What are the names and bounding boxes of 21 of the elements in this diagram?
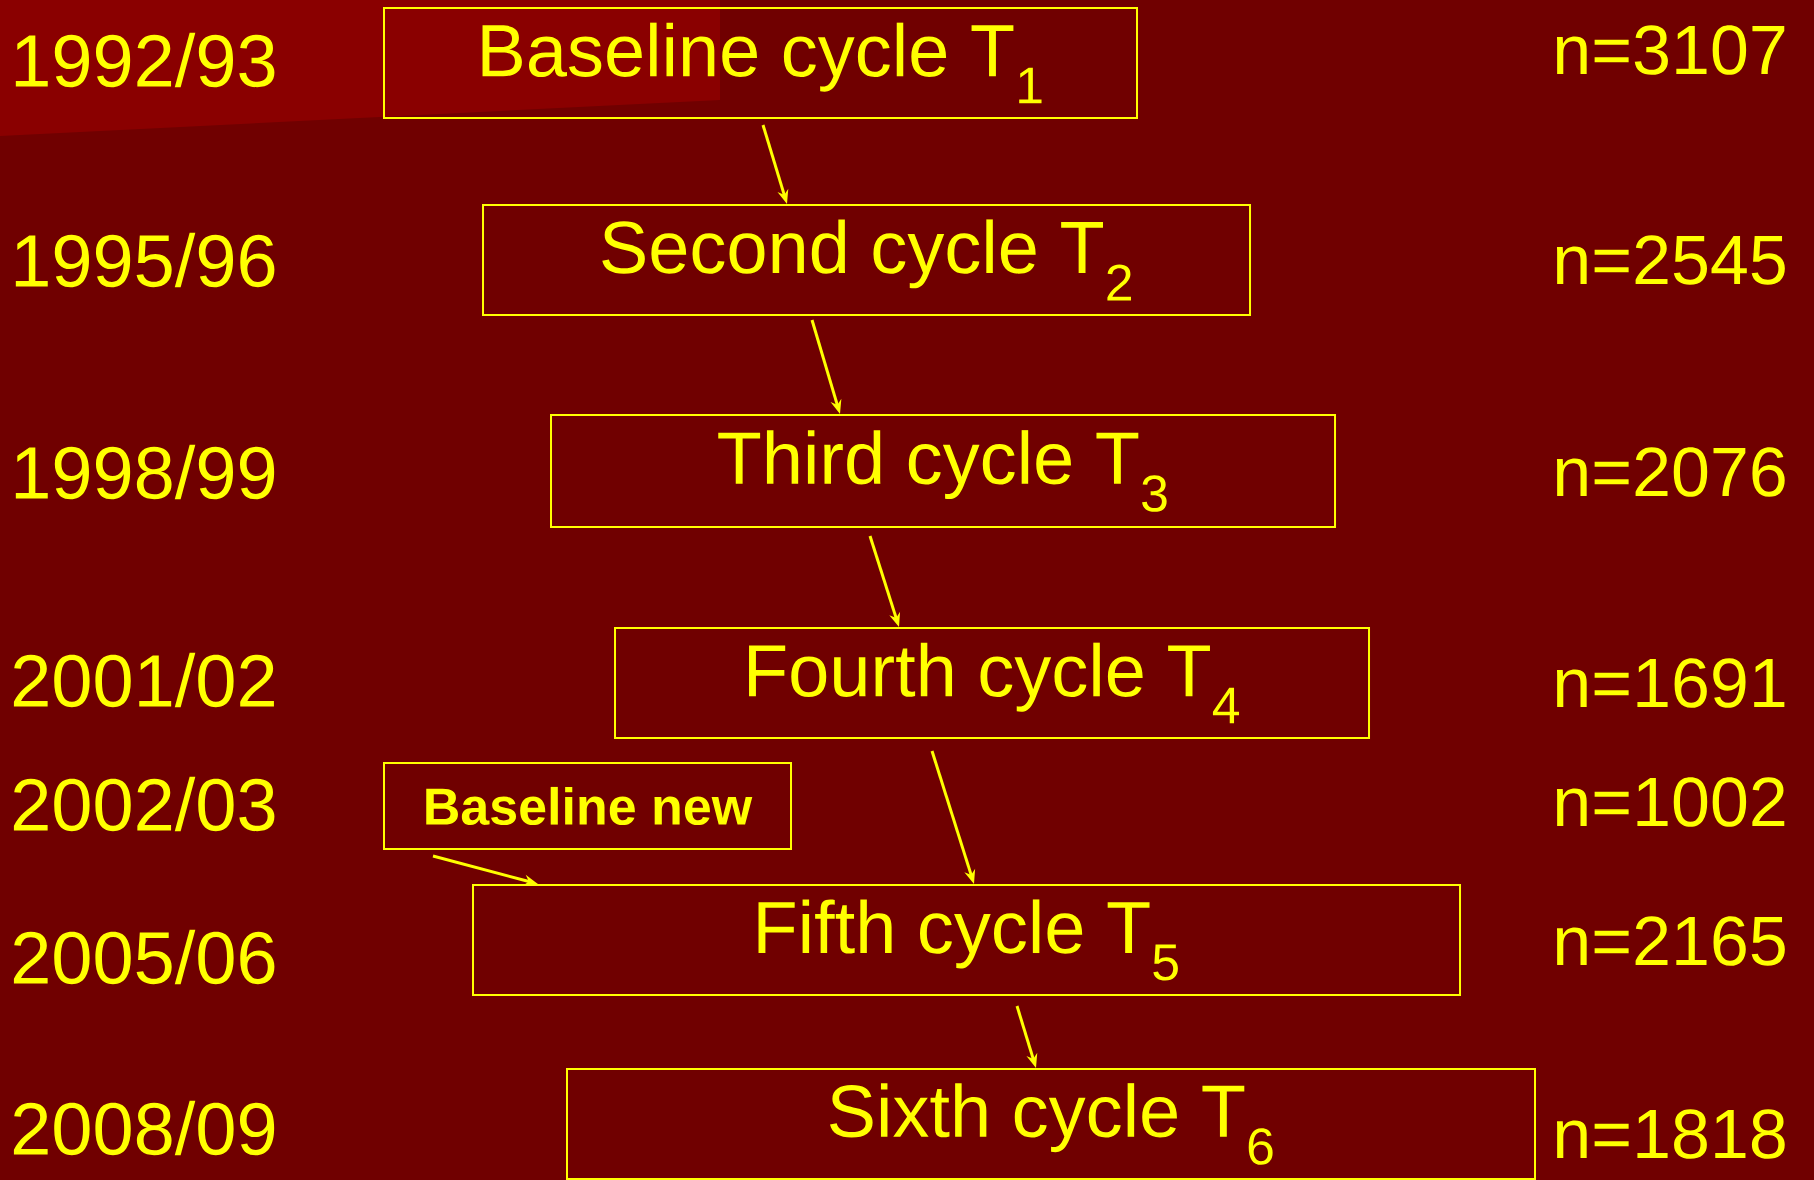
sample-size-label: n=2076 xyxy=(1556,447,1785,497)
stage-box: Baseline cycle T$_{1}$ xyxy=(383,7,1138,119)
year-label: 1998/99 xyxy=(15,444,275,500)
sample-size-label: n=1818 xyxy=(1556,1109,1785,1159)
stage-box: Fifth cycle T$_{5}$ xyxy=(472,884,1461,996)
sample-size-label: n=1002 xyxy=(1556,777,1785,827)
stage-box: Third cycle T$_{3}$ xyxy=(550,414,1336,528)
year-label: 1992/93 xyxy=(15,32,275,88)
sample-size-label: n=3107 xyxy=(1556,25,1785,75)
year-label: 1995/96 xyxy=(15,232,275,288)
stage-box: Baseline new xyxy=(383,762,792,850)
stage-box: Sixth cycle T$_{6}$ xyxy=(566,1068,1536,1180)
stage-box: Fourth cycle T$_{4}$ xyxy=(614,627,1370,739)
stage-box: Second cycle T$_{2}$ xyxy=(482,204,1251,316)
year-label: 2001/02 xyxy=(13,652,274,708)
year-label: 2008/09 xyxy=(13,1100,275,1156)
sample-size-label: n=1691 xyxy=(1556,658,1785,708)
year-label: 2002/03 xyxy=(13,776,275,832)
sample-size-label: n=2545 xyxy=(1556,235,1785,285)
year-label: 2005/06 xyxy=(13,929,275,985)
sample-size-label: n=2165 xyxy=(1556,916,1785,966)
